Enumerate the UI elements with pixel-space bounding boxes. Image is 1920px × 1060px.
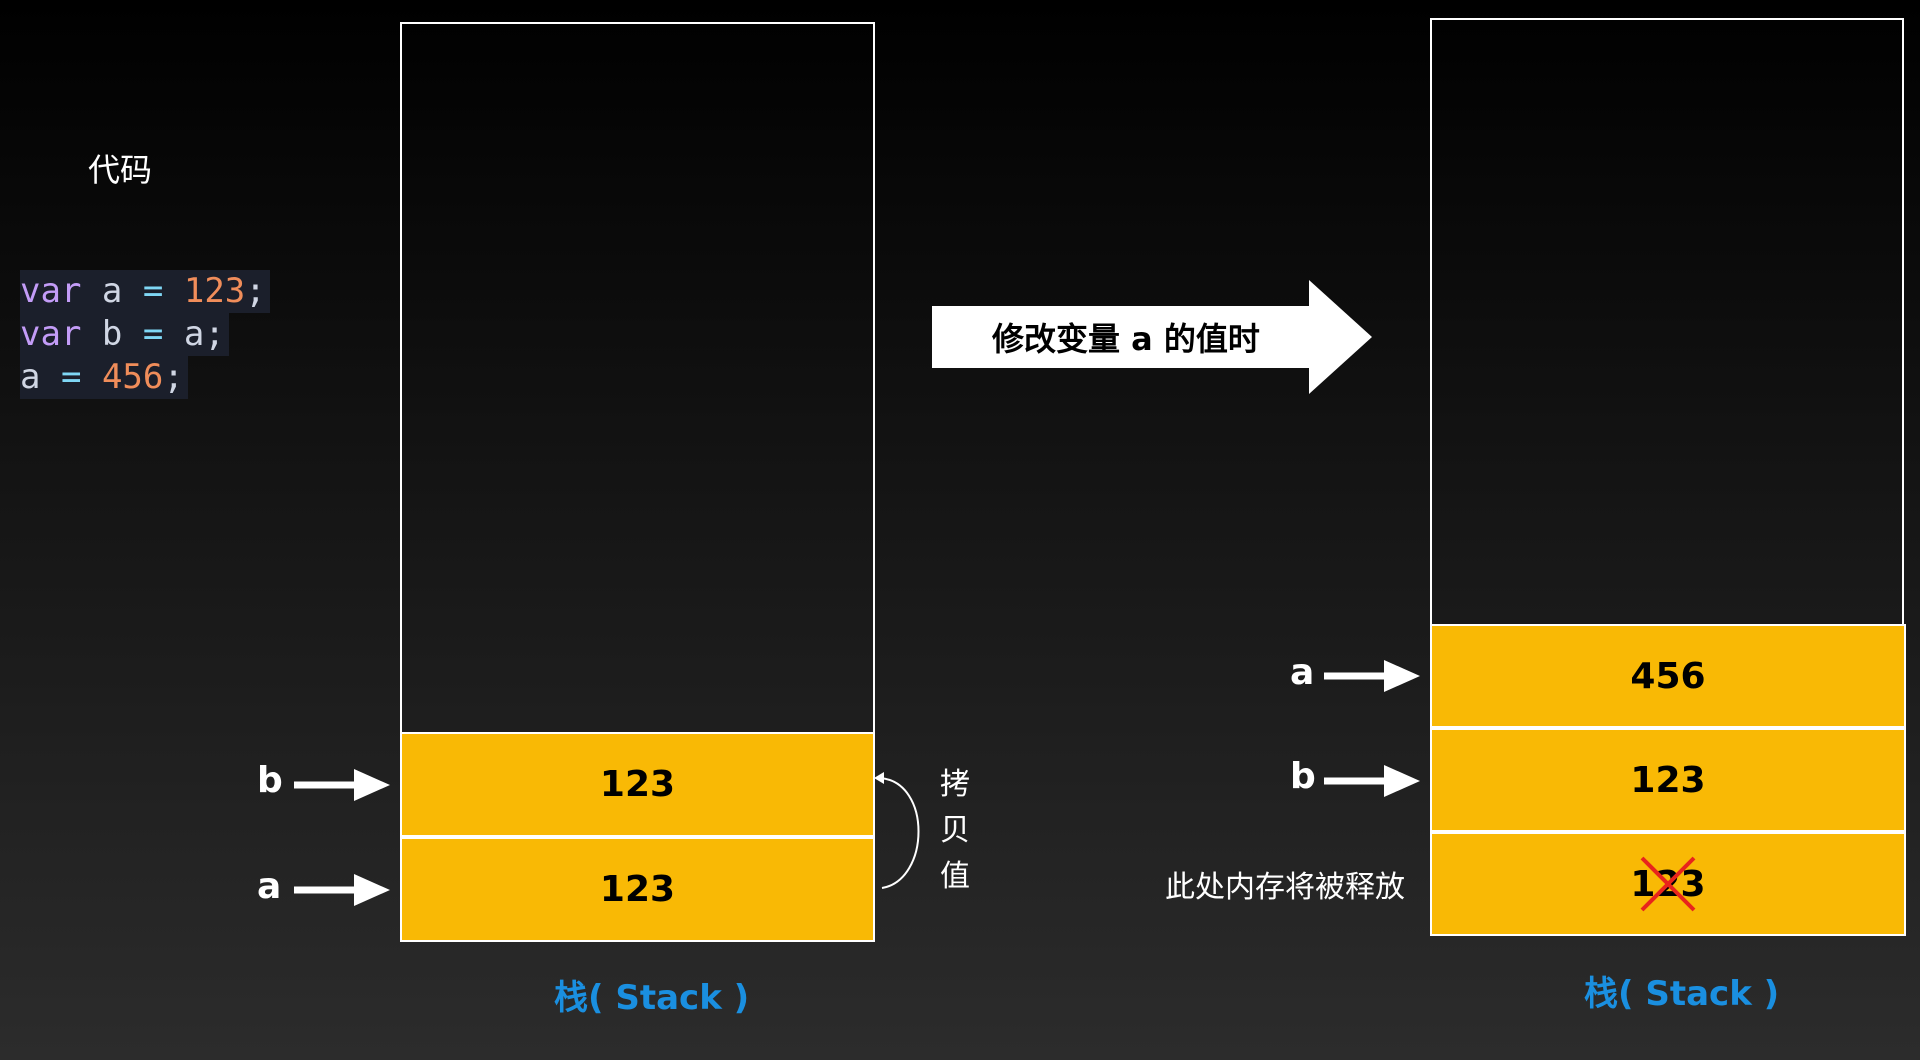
code-token: = (60, 357, 82, 397)
code-token: a (20, 357, 41, 397)
code-token: var (20, 271, 82, 311)
code-token: 123 (183, 271, 246, 311)
left-stack-cell-a: 123 (400, 837, 875, 942)
right-stack-cell-b: 123 (1430, 728, 1906, 832)
transition-arrow (932, 280, 1372, 394)
code-token (40, 357, 60, 397)
copy-note-char-3: 值 (940, 859, 970, 894)
code-token: = (142, 271, 164, 311)
code-line-3: a = 456; (20, 356, 188, 399)
right-stack-cell-freed: 123 (1430, 832, 1906, 936)
freed-memory-note: 此处内存将被释放 (1165, 870, 1405, 905)
code-token (81, 314, 101, 354)
cross-out-icon (1640, 856, 1696, 912)
left-stack-cell-b: 123 (400, 732, 875, 837)
code-token (163, 271, 183, 311)
left-stack-frame (400, 22, 875, 734)
right-stack-label: 栈( Stack ) (1584, 974, 1780, 1014)
code-token (163, 314, 183, 354)
code-token (122, 271, 142, 311)
code-line-2: var b = a; (20, 313, 229, 356)
code-line-1: var a = 123; (20, 270, 270, 313)
left-pointer-b-arrow (294, 769, 390, 801)
right-pointer-a-arrow (1324, 660, 1420, 692)
code-token: b (101, 314, 123, 354)
code-title: 代码 (88, 151, 153, 189)
code-block: var a = 123; var b = a; a = 456; (20, 270, 270, 399)
copy-value-arrow (874, 772, 920, 889)
left-pointer-b-label: b (257, 760, 283, 801)
code-token: var (20, 314, 82, 354)
right-stack-frame (1430, 18, 1904, 628)
copy-value-note: 拷 贝 值 (940, 762, 970, 900)
transition-label: 修改变量 a 的值时 (992, 320, 1260, 358)
left-stack-label: 栈( Stack ) (554, 978, 750, 1018)
code-token (81, 271, 101, 311)
right-pointer-b-label: b (1290, 756, 1316, 797)
code-token: ; (245, 271, 266, 311)
right-stack-cell-a: 456 (1430, 624, 1906, 728)
right-pointer-a-label: a (1290, 652, 1315, 693)
left-pointer-a-label: a (257, 866, 282, 907)
code-token (122, 314, 142, 354)
code-token: = (142, 314, 164, 354)
code-token: ; (204, 314, 225, 354)
code-token: 456 (101, 357, 164, 397)
right-pointer-b-arrow (1324, 765, 1420, 797)
code-token (81, 357, 101, 397)
code-token: a (101, 271, 123, 311)
code-token: ; (163, 357, 184, 397)
copy-note-char-2: 贝 (940, 813, 970, 848)
left-pointer-a-arrow (294, 874, 390, 906)
code-token: a (183, 314, 205, 354)
copy-note-char-1: 拷 (940, 767, 970, 802)
